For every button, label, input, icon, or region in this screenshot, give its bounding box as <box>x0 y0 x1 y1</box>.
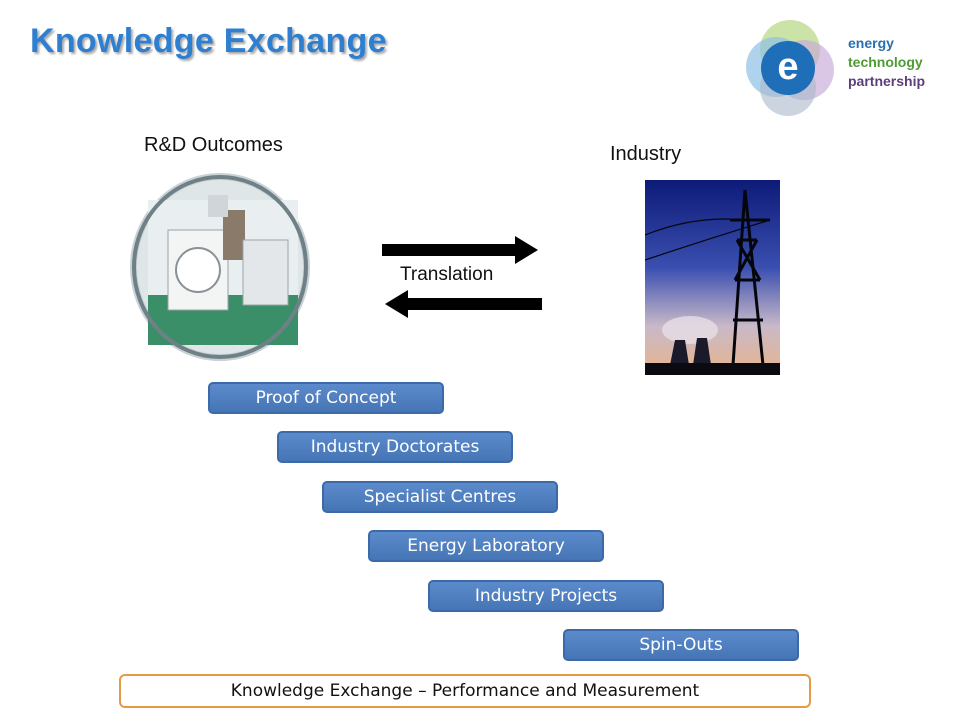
svg-text:e: e <box>777 46 798 88</box>
pill-spin-outs: Spin-Outs <box>563 629 799 661</box>
rd-outcomes-label: R&D Outcomes <box>144 134 283 156</box>
logo-text: energy technology partnership <box>848 34 925 91</box>
left-arrow-icon <box>385 290 542 318</box>
logo-text-partnership: partnership <box>848 73 926 89</box>
etp-logo: e <box>746 20 834 116</box>
pill-proof-of-concept: Proof of Concept <box>208 382 444 414</box>
logo-text-technology: technology <box>848 54 923 70</box>
industry-label: Industry <box>610 143 682 165</box>
power-pylon-image <box>645 180 780 375</box>
footer-box: Knowledge Exchange – Performance and Mea… <box>119 674 811 708</box>
logo-text-energy: energy <box>848 35 894 51</box>
pill-energy-laboratory: Energy Laboratory <box>368 530 604 562</box>
pill-industry-doctorates: Industry Doctorates <box>277 431 513 463</box>
slide-title: Knowledge Exchange <box>30 22 387 60</box>
pill-specialist-centres: Specialist Centres <box>322 481 558 513</box>
right-arrow-icon <box>382 236 538 264</box>
translation-arrows <box>382 236 542 318</box>
lab-equipment-image <box>128 170 316 363</box>
pill-industry-projects: Industry Projects <box>428 580 664 612</box>
translation-label: Translation <box>400 264 494 285</box>
